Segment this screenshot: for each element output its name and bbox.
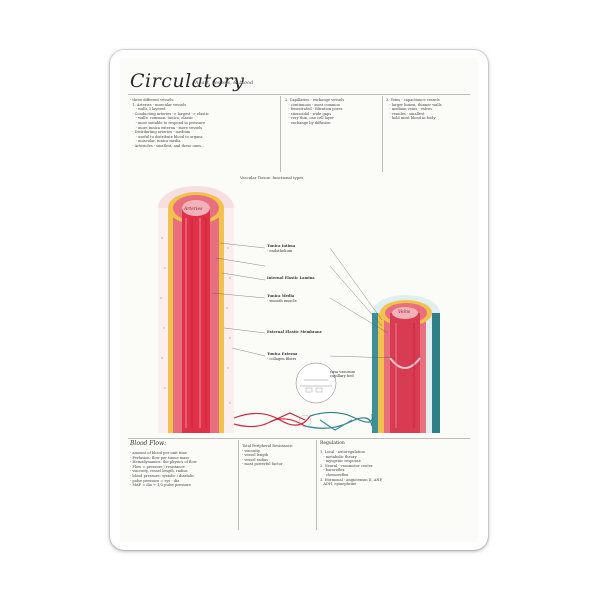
divider-bottom-1 [238,440,239,530]
notes-vessel-types: - three different vessels: 1. Arteries -… [130,98,209,148]
label-tunica-intima: Tunica Intima [267,244,296,248]
artery-label: Arteries [184,207,203,212]
artery-drawing [158,186,234,433]
label-tunica-media: Tunica Media [267,294,295,298]
capillary-bed [233,411,373,431]
vein-label: Veins [398,310,411,315]
label-internal-elastic: Internal Elastic Lamina [267,276,315,280]
divider-bottom-2 [316,440,317,530]
page-title: Circulatory [130,70,245,92]
label-collagen: - collagen fibers [267,357,297,361]
notes-veins: 3. Veins - capacitance vessels - larger … [386,98,442,121]
label-endothelium: - endothelium [267,249,293,253]
title-underline [128,94,470,95]
label-smooth-muscle: - smooth muscle [267,299,297,303]
notebook-page: Circulatory - heart, vessels, & blood - … [120,58,478,542]
label-tunica-externa: Tunica Externa [267,352,298,356]
resistance-notes: Total Peripheral Resistance: - viscosity… [242,444,294,467]
blood-flow-header: Blood Flow: [130,440,167,447]
vessel-illustration [158,186,440,433]
divider-top-1 [280,96,281,172]
vein-drawing [372,295,440,433]
regulation-header: Regulation [320,441,345,446]
magnified-inset [295,362,337,404]
notes-capillaries: 2. Capillaries - exchange vessels - cont… [285,98,345,125]
regulation-notes: 1. Local - autoregulation - metabolic th… [320,450,383,487]
capillary-note: vasa vasorum capillary bed [330,370,355,379]
label-external-elastic: External Elastic Membrane [267,330,322,334]
sticker: Circulatory - heart, vessels, & blood - … [110,50,488,550]
blood-flow-notes: - amount of blood per unit time - Perfus… [130,451,197,488]
divider-top-2 [382,96,383,172]
center-header: Vascular Tissue: functional types [240,175,304,180]
page-subtitle: - heart, vessels, & blood [192,80,254,86]
leader-lines [211,242,396,359]
bottom-divider [128,438,470,439]
